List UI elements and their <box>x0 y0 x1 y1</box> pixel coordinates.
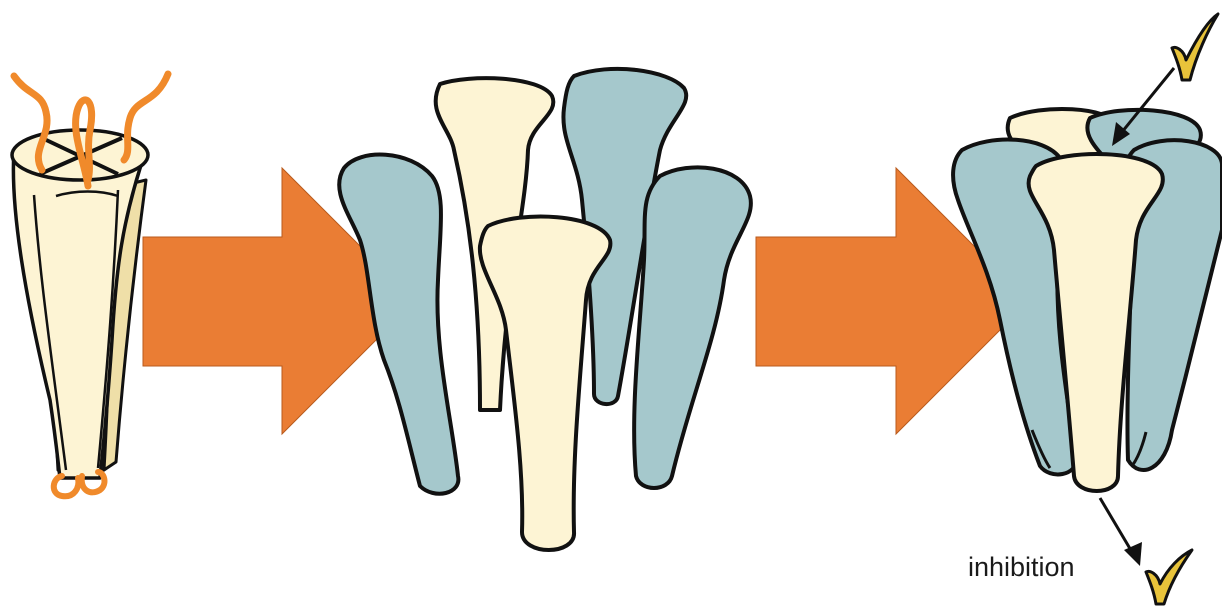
subunit-teal-right <box>634 167 751 488</box>
check-icon <box>1146 550 1192 604</box>
inhibition-label: inhibition <box>968 552 1075 582</box>
check-icon <box>1172 14 1218 80</box>
arrow-out-line <box>1100 498 1132 552</box>
stage-2-subunits <box>339 69 751 550</box>
stage-3-assembly <box>953 109 1222 491</box>
